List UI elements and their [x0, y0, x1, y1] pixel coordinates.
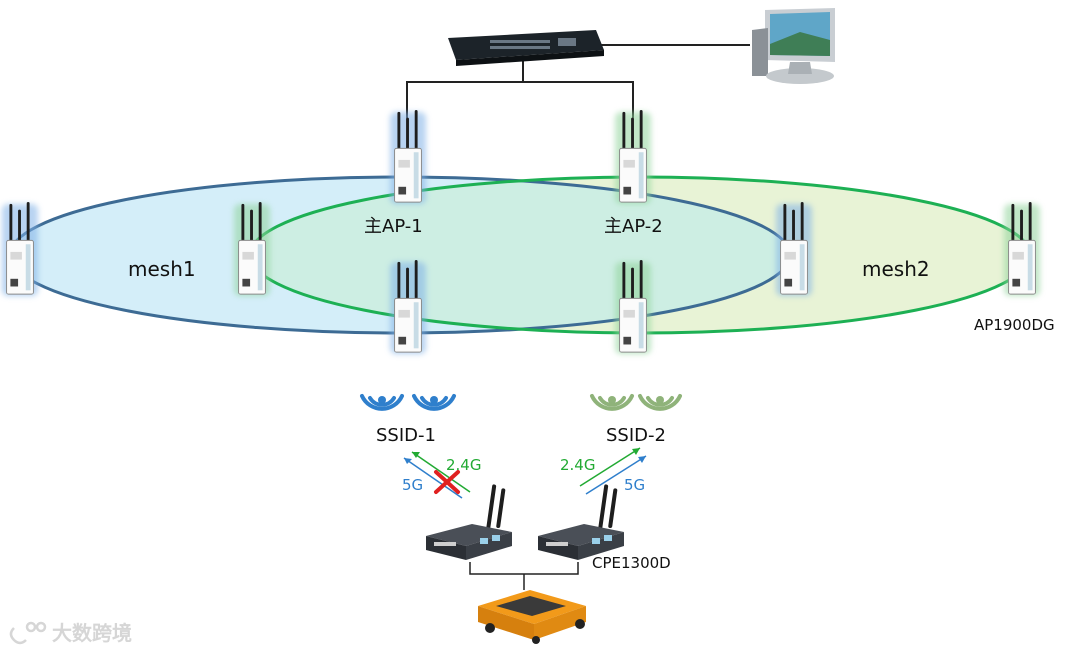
ap-device-left-edge — [2, 202, 38, 296]
band-24g-right: 2.4G — [560, 456, 595, 474]
watermark: 大数跨境 — [9, 621, 132, 645]
ap-devices — [2, 110, 1040, 354]
wifi-icon-ssid2-b — [638, 394, 682, 411]
band-5g-right: 5G — [624, 476, 645, 494]
link-arrows-left — [403, 451, 471, 499]
ap-device-right-edge — [1004, 202, 1040, 296]
band-5g-left: 5G — [402, 476, 423, 494]
cpe-device-left — [426, 484, 512, 560]
mesh2-label: mesh2 — [862, 257, 930, 281]
band-24g-left: 2.4G — [446, 456, 481, 474]
ap-device-ssid1 — [390, 260, 426, 354]
mesh1-label: mesh1 — [128, 257, 196, 281]
main-ap1-label: 主AP-1 — [364, 216, 423, 237]
ap-device-main-2 — [615, 110, 651, 204]
cpe-agv-link — [469, 562, 579, 575]
ap-device-mesh1-right — [776, 202, 812, 296]
ap-device-main-1 — [390, 110, 426, 204]
ap-model-label: AP1900DG — [974, 316, 1055, 334]
watermark-text: 大数跨境 — [52, 621, 132, 645]
mesh-areas — [8, 175, 1032, 335]
main-ap2-label: 主AP-2 — [604, 216, 663, 237]
ssid2-label: SSID-2 — [606, 425, 666, 446]
wifi-icon-ssid2-a — [590, 394, 634, 411]
cpe-device-right — [538, 484, 624, 560]
blocked-cross-icon — [434, 470, 460, 494]
ap-device-mesh2-left — [234, 202, 270, 296]
ssid1-label: SSID-1 — [376, 425, 436, 446]
link-arrows-right — [579, 447, 647, 495]
ap-device-ssid2 — [615, 260, 651, 354]
computer-icon — [752, 8, 835, 84]
switch-ap1-link — [406, 58, 524, 118]
agv-robot-icon — [478, 590, 586, 644]
switch-ap2-link — [523, 81, 634, 118]
wifi-icon-ssid1-b — [412, 394, 456, 411]
switch-icon — [448, 30, 604, 66]
wifi-icon-ssid1-a — [360, 394, 404, 411]
cpe-model-label: CPE1300D — [592, 554, 671, 572]
